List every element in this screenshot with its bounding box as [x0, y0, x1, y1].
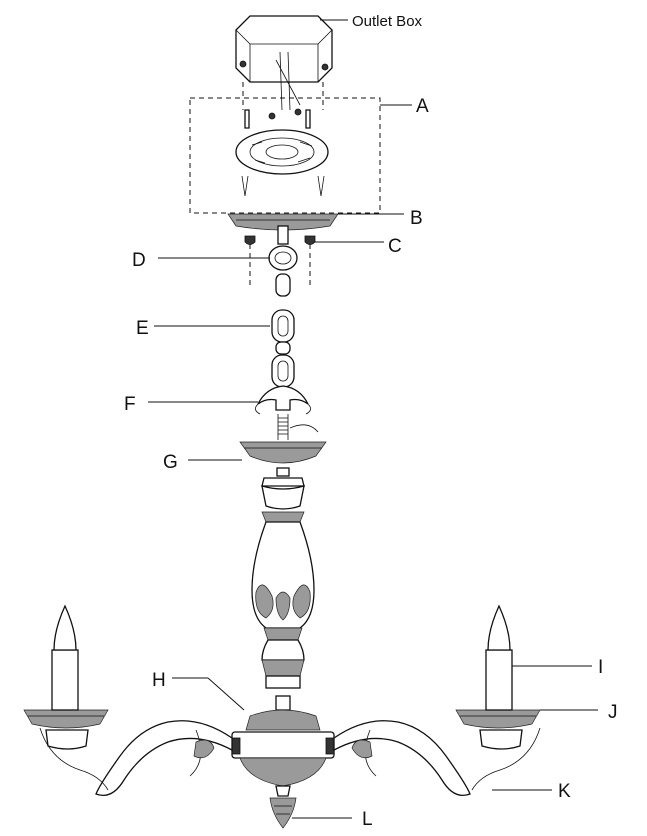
center-body: [231, 709, 335, 797]
label-j: J: [608, 702, 618, 723]
finial: [269, 797, 297, 829]
mounting-bracket-group: [189, 97, 381, 214]
center-stem: [251, 477, 315, 689]
label-h: H: [152, 670, 166, 691]
chain: [268, 225, 298, 388]
label-e: E: [136, 318, 149, 339]
label-l: L: [362, 809, 373, 830]
canopy-nuts: [244, 235, 316, 245]
outlet-box-label: Outlet Box: [352, 13, 423, 30]
label-f: F: [124, 394, 136, 415]
label-b: B: [410, 208, 423, 229]
right-arm: [333, 720, 541, 797]
label-k: K: [558, 781, 571, 802]
left-cup: [23, 709, 109, 729]
hook: [255, 385, 319, 440]
center-stem-joint: [275, 695, 291, 711]
label-i: I: [598, 657, 603, 678]
label-a: A: [416, 96, 429, 117]
left-candle: [51, 604, 79, 711]
left-arm: [39, 720, 233, 797]
top-cup: [239, 441, 327, 477]
right-cup: [455, 709, 541, 729]
label-d: D: [132, 250, 146, 271]
label-g: G: [163, 452, 178, 473]
label-c: C: [388, 236, 402, 257]
right-candle: [485, 604, 513, 711]
outlet-box: [235, 15, 333, 111]
